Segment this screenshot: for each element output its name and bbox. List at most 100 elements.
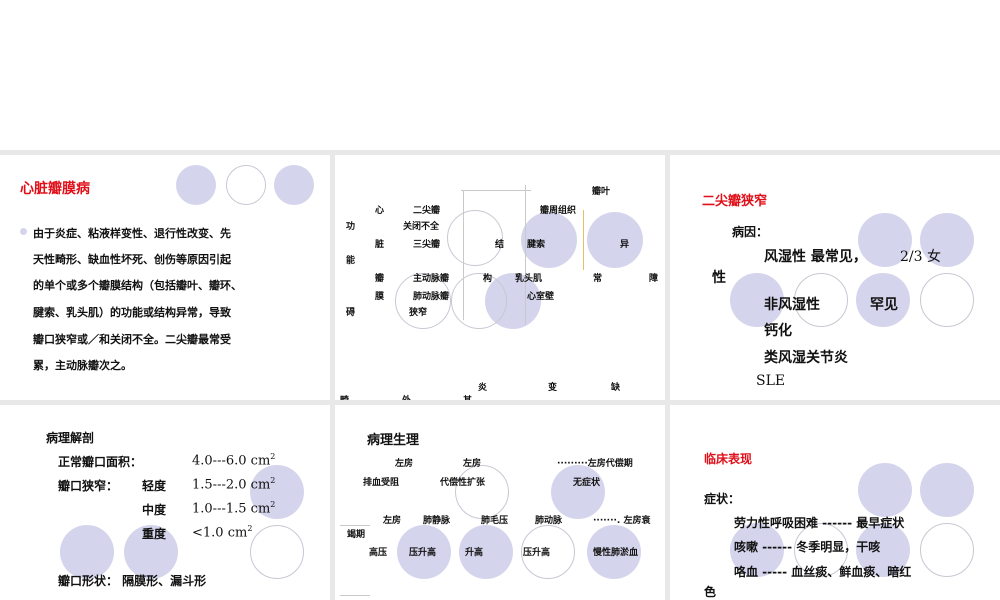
divider-line <box>340 525 370 526</box>
slide-clinical-manifestations[interactable]: 临床表现 症状： 劳力性呼吸困难 ------ 最早症状 咳嗽 ------ 冬… <box>670 405 1000 600</box>
symptom-line: 劳力性呼吸困难 ------ 最早症状 <box>734 516 905 530</box>
stenosis-label: 瓣口狭窄： <box>58 479 119 493</box>
decor-circle <box>451 273 507 329</box>
slide-title: 心脏瓣膜病 <box>20 181 90 197</box>
slide-title: 病理生理 <box>367 433 420 448</box>
flow-text: 无症状 <box>573 478 601 488</box>
flow-text: 竭期 <box>347 530 366 540</box>
cause-line: 非风湿性 <box>764 297 820 313</box>
diagram-word: 其 <box>463 393 472 400</box>
diagram-word: 瓣叶 <box>592 187 611 197</box>
cause-line: 钙化 <box>764 323 792 339</box>
decor-circle <box>920 213 974 267</box>
flow-text: 排血受阻 <box>363 478 400 488</box>
decor-circle <box>397 525 451 579</box>
decor-circle <box>176 165 216 205</box>
flow-text: 压升高 <box>523 548 551 558</box>
slide-pathophysiology[interactable]: 病理生理 左房 左房 ·········左房代偿期 排血受阻 代偿性扩张 无症状… <box>335 405 665 600</box>
decor-circle <box>920 523 974 577</box>
cause-line: SLE <box>756 373 786 389</box>
decor-circle <box>587 525 641 579</box>
slide-pathologic-anatomy[interactable]: 病理解剖 正常瓣口面积： 4.0---6.0 cm2 瓣口狭窄： 轻度 1.5-… <box>0 405 330 600</box>
divider-line <box>525 185 526 325</box>
divider-line <box>461 190 531 191</box>
diagram-word: 膜 <box>375 292 385 302</box>
diagram-word: 缺 <box>611 383 621 393</box>
symptom-line: 咳嗽 ------ 冬季明显，干咳 <box>734 540 881 554</box>
decor-circle <box>250 465 304 519</box>
diagram-word: 异 <box>620 240 630 250</box>
decor-circle <box>730 273 784 327</box>
mild-value: 1.5---2.0 cm2 <box>192 476 276 493</box>
cause-line: 性 <box>712 270 726 286</box>
decor-circle <box>856 273 910 327</box>
body-line: 的单个或多个瓣膜结构（包括瓣叶、瓣环、 <box>33 279 242 292</box>
cause-line: 罕见 <box>870 297 898 313</box>
symptom-line: 咯血 ----- 血丝痰、鲜血痰、暗红 <box>734 565 912 579</box>
diagram-word: 三尖瓣 <box>413 240 441 250</box>
diagram-word: 碍 <box>346 308 356 318</box>
divider-line <box>463 190 464 320</box>
flow-text: ·········左房代偿期 <box>557 459 633 469</box>
decor-circle <box>60 525 114 579</box>
flow-text: 肺动脉 <box>535 516 563 526</box>
body-line: 天性畸形、缺血性坏死、创伤等原因引起 <box>33 253 231 266</box>
slide-title: 临床表现 <box>704 452 753 466</box>
decor-circle <box>455 465 509 519</box>
diagram-word: 构 <box>483 274 493 284</box>
slide-classification-diagram[interactable]: 瓣叶 心 二尖瓣 瓣周组织 功 关闭不全 脏 三尖瓣 结 腱索 异 能 瓣 主动… <box>335 155 665 400</box>
decor-circle <box>730 523 784 577</box>
cause-line: 类风湿关节炎 <box>764 350 848 366</box>
severe-value: <1.0 cm2 <box>192 524 253 541</box>
cause-line: 风湿性 最常见， <box>764 249 867 265</box>
decor-circle <box>856 523 910 577</box>
flow-text: ·······. 左房衰 <box>593 516 651 526</box>
symptom-label: 症状： <box>704 492 741 506</box>
flow-text: 肺毛压 <box>481 516 509 526</box>
mild-label: 轻度 <box>142 479 167 493</box>
diagram-word: 主动脉瓣 <box>413 274 450 284</box>
flow-text: 高压 <box>369 548 388 558</box>
flow-text: 压升高 <box>409 548 437 558</box>
decor-circle <box>920 463 974 517</box>
orifice-shape-line: 瓣口形状： 隔膜形、漏斗形 <box>58 574 207 588</box>
decor-circle <box>794 523 848 577</box>
flow-text: 左房 <box>463 459 482 469</box>
severe-label: 重度 <box>142 527 167 541</box>
diagram-word: 心 <box>375 206 385 216</box>
diagram-word: 乳头肌 <box>515 274 543 284</box>
body-line: 瓣口狭窄或／和关闭不全。二尖瓣最常受 <box>33 333 231 346</box>
diagram-word: 能 <box>346 256 356 266</box>
decor-circle <box>447 210 503 266</box>
diagram-word: 二尖瓣 <box>413 206 441 216</box>
diagram-word: 变 <box>548 383 558 393</box>
diagram-word: 结 <box>495 240 505 250</box>
slide-mitral-stenosis[interactable]: 二尖瓣狭窄 病因： 风湿性 最常见， 2/3 女 性 非风湿性 罕见 钙化 类风… <box>670 155 1000 400</box>
flow-text: 肺静脉 <box>423 516 451 526</box>
body-line: 由于炎症、粘液样变性、退行性改变、先 <box>33 227 231 240</box>
flow-text: 升高 <box>465 548 484 558</box>
diagram-word: 狭窄 <box>409 308 428 318</box>
divider-line <box>583 210 584 270</box>
symptom-line: 色 <box>704 585 717 599</box>
diagram-word: 腱索 <box>527 240 546 250</box>
flow-text: 左房 <box>395 459 414 469</box>
diagram-word: 肺动脉瓣 <box>413 292 450 302</box>
diagram-word: 心室壁 <box>527 292 555 302</box>
decor-circle <box>920 273 974 327</box>
moderate-label: 中度 <box>142 503 167 517</box>
decor-circle <box>274 165 314 205</box>
cause-label: 病因： <box>732 225 769 239</box>
bullet-icon <box>20 228 27 235</box>
body-line: 累，主动脉瓣次之。 <box>33 359 132 372</box>
diagram-word: 炎 <box>478 383 488 393</box>
diagram-word: 功 <box>346 222 356 232</box>
decor-circle <box>794 273 848 327</box>
slide-valvular-heart-disease[interactable]: 心脏瓣膜病 由于炎症、粘液样变性、退行性改变、先 天性畸形、缺血性坏死、创伤等原… <box>0 155 330 400</box>
diagram-word: 关闭不全 <box>403 222 440 232</box>
moderate-value: 1.0---1.5 cm2 <box>192 500 276 517</box>
diagram-word: 瓣周组织 <box>540 206 577 216</box>
decor-circle <box>858 463 912 517</box>
decor-circle <box>395 273 451 329</box>
flow-text: 代偿性扩张 <box>440 478 486 488</box>
